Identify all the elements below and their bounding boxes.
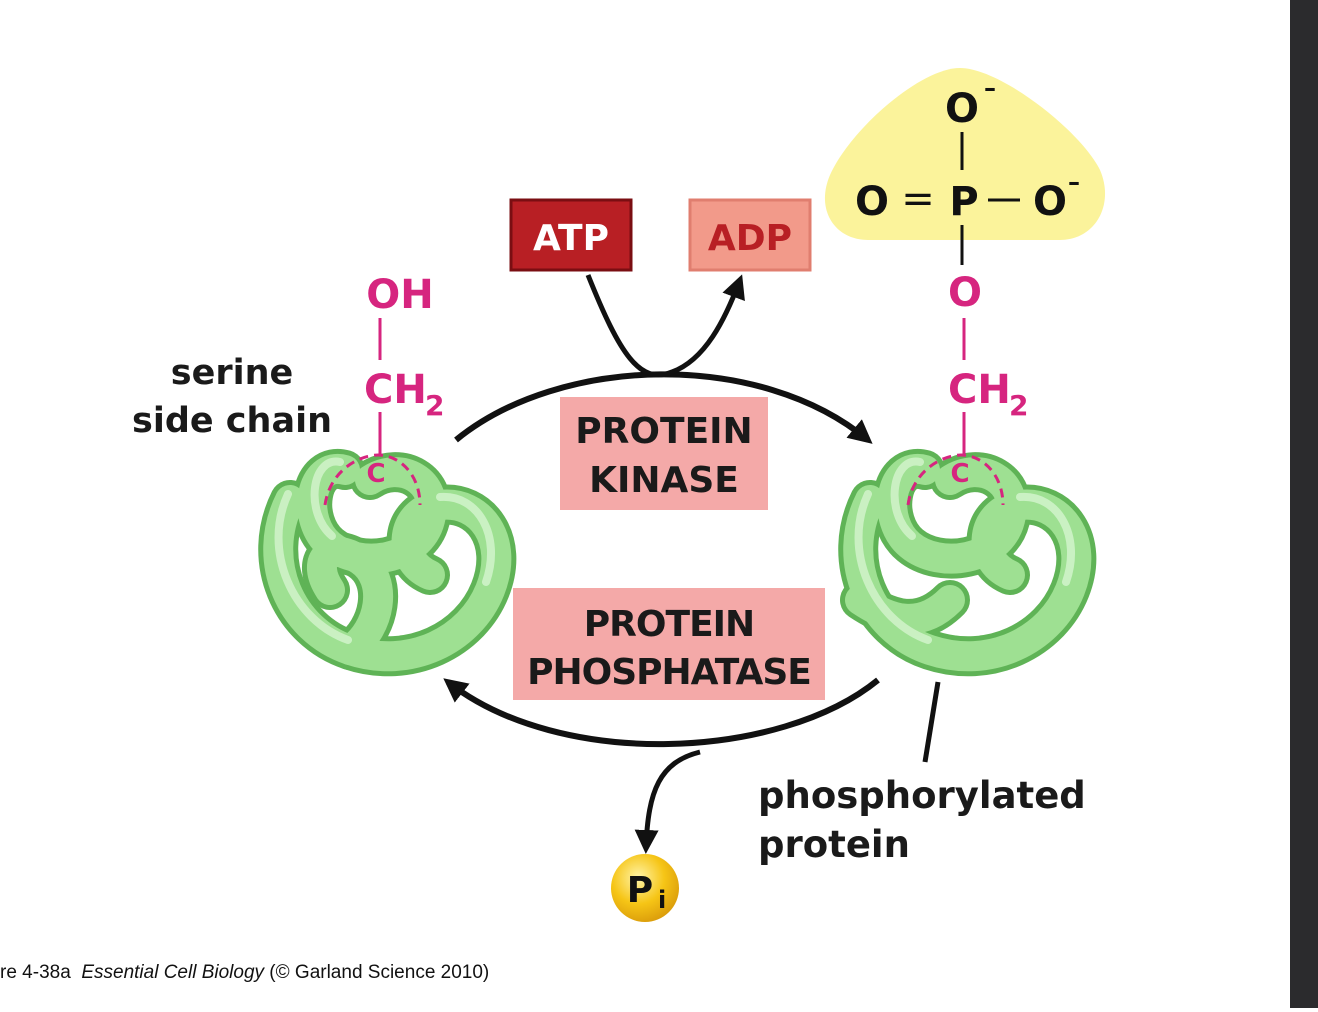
left-ch-label: CH — [364, 367, 427, 413]
caption-prefix: re 4-38a — [0, 962, 82, 983]
phosphate-double-bond: = — [901, 176, 935, 222]
pi-release-arrow — [634, 749, 701, 854]
phospho-label-line2: protein — [758, 823, 910, 866]
phospho-pointer-line — [922, 681, 941, 763]
left-protein — [258, 449, 517, 677]
left-carbon-label: C — [366, 459, 385, 489]
phosphate-o-right: O — [1033, 179, 1067, 225]
serine-label-line1: serine — [171, 353, 293, 393]
phosphatase-label-line2: PHOSPHATASE — [527, 652, 811, 693]
phosphate-o-top: O — [945, 86, 979, 132]
left-oh-label: OH — [366, 272, 433, 318]
protein-kinase-box: PROTEIN KINASE — [560, 397, 768, 510]
inorganic-phosphate-icon: P i — [611, 854, 679, 922]
caption-book-title: Essential Cell Biology — [81, 962, 265, 983]
phosphate-o-top-charge: – — [984, 74, 996, 102]
phosphate-o-left: O — [855, 179, 889, 225]
phosphatase-label-line1: PROTEIN — [584, 604, 754, 645]
pi-i-subscript: i — [658, 886, 666, 914]
figure-canvas: ATP ADP PROTEIN KINASE PROTEIN PHOSPHATA… — [0, 68, 1106, 984]
figure-caption: re 4-38a Essential Cell Biology (© Garla… — [0, 962, 489, 984]
kinase-label-line2: KINASE — [589, 460, 739, 501]
atp-box: ATP — [509, 198, 633, 272]
phosphate-highlight — [824, 68, 1106, 240]
right-carbon-label: C — [950, 459, 969, 489]
caption-suffix: (© Garland Science 2010) — [264, 962, 490, 983]
kinase-label-line1: PROTEIN — [575, 411, 752, 452]
right-o-label: O — [948, 270, 982, 316]
right-protein — [838, 449, 1097, 677]
right-ch-label: CH — [948, 367, 1011, 413]
right-side-chain: O – O = P O – O CH 2 C — [855, 74, 1080, 489]
atp-to-adp-arrow — [585, 274, 745, 378]
right-dashed-arc — [906, 453, 1005, 506]
phosphorylation-diagram: ATP ADP PROTEIN KINASE PROTEIN PHOSPHATA… — [132, 68, 1106, 922]
adp-box: ADP — [688, 198, 812, 272]
protein-phosphatase-box: PROTEIN PHOSPHATASE — [513, 588, 825, 700]
phospho-label-line1: phosphorylated — [758, 774, 1086, 817]
left-side-chain: OH CH 2 C — [364, 272, 444, 489]
dark-side-bar — [1290, 0, 1318, 1008]
phosphate-p: P — [949, 179, 978, 225]
right-ch-subscript: 2 — [1009, 389, 1028, 422]
phosphate-o-right-charge: – — [1068, 168, 1080, 196]
adp-label: ADP — [708, 218, 792, 259]
atp-label: ATP — [533, 218, 609, 259]
serine-label-line2: side chain — [132, 401, 332, 441]
left-ch-subscript: 2 — [425, 389, 444, 422]
phosphatase-arc-arrow — [443, 677, 880, 748]
pi-p-label: P — [627, 870, 653, 911]
left-dashed-arc — [323, 453, 422, 506]
